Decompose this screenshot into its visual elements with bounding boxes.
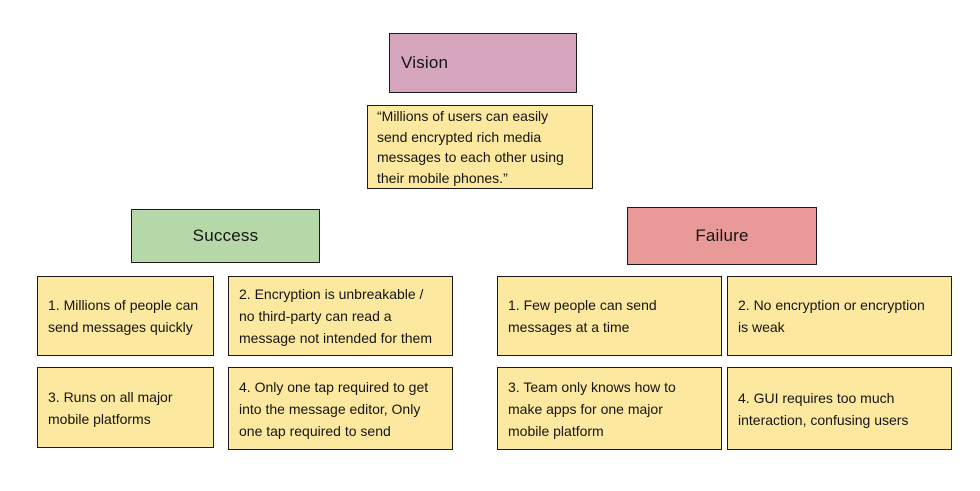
vision-title: Vision	[401, 53, 449, 72]
success-criterion-3: 3. Runs on all major mobile platforms	[37, 367, 214, 448]
failure-criterion-3: 3. Team only knows how to make apps for …	[497, 367, 722, 450]
vision-statement-note: “Millions of users can easily send encry…	[367, 105, 593, 189]
failure-criterion-1-text: 1. Few people can send messages at a tim…	[508, 297, 657, 335]
failure-criterion-4: 4. GUI requires too much interaction, co…	[727, 367, 952, 450]
success-title: Success	[192, 226, 259, 245]
failure-criterion-1: 1. Few people can send messages at a tim…	[497, 276, 722, 356]
failure-criterion-2: 2. No encryption or encryption is weak	[727, 276, 952, 356]
failure-header-box: Failure	[627, 207, 817, 265]
success-criterion-2: 2. Encryption is unbreakable / no third-…	[228, 276, 453, 356]
success-criterion-3-text: 3. Runs on all major mobile platforms	[48, 388, 173, 427]
success-criterion-2-text: 2. Encryption is unbreakable / no third-…	[239, 286, 433, 346]
success-header-box: Success	[131, 209, 320, 263]
vision-header-box: Vision	[389, 33, 577, 93]
success-criterion-1: 1. Millions of people can send messages …	[37, 276, 214, 356]
failure-criterion-4-text: 4. GUI requires too much interaction, co…	[738, 389, 909, 428]
success-criterion-4: 4. Only one tap required to get into the…	[228, 367, 453, 450]
success-criterion-4-text: 4. Only one tap required to get into the…	[239, 378, 429, 439]
vision-statement-text: “Millions of users can easily send encry…	[377, 108, 564, 186]
failure-title: Failure	[695, 226, 749, 245]
failure-criterion-3-text: 3. Team only knows how to make apps for …	[508, 378, 676, 439]
failure-criterion-2-text: 2. No encryption or encryption is weak	[738, 297, 925, 335]
success-criterion-1-text: 1. Millions of people can send messages …	[48, 297, 199, 335]
